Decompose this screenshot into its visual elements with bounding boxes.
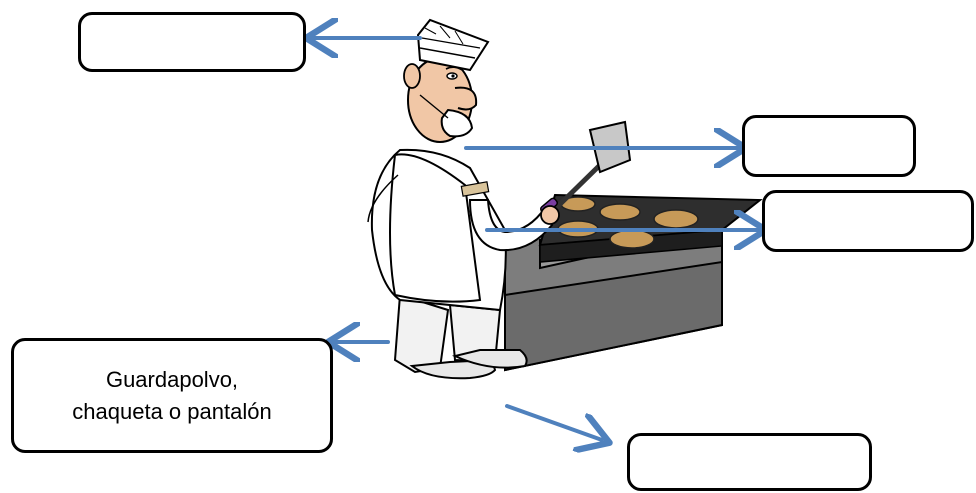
label-box-hat[interactable] xyxy=(78,12,306,72)
label-box-apron[interactable]: Guardapolvo, chaqueta o pantalón xyxy=(11,338,333,453)
label-box-shoes[interactable] xyxy=(627,433,872,491)
label-box-mask[interactable] xyxy=(742,115,916,177)
label-box-gloves[interactable] xyxy=(762,190,974,252)
arrow-shoes xyxy=(507,406,602,440)
